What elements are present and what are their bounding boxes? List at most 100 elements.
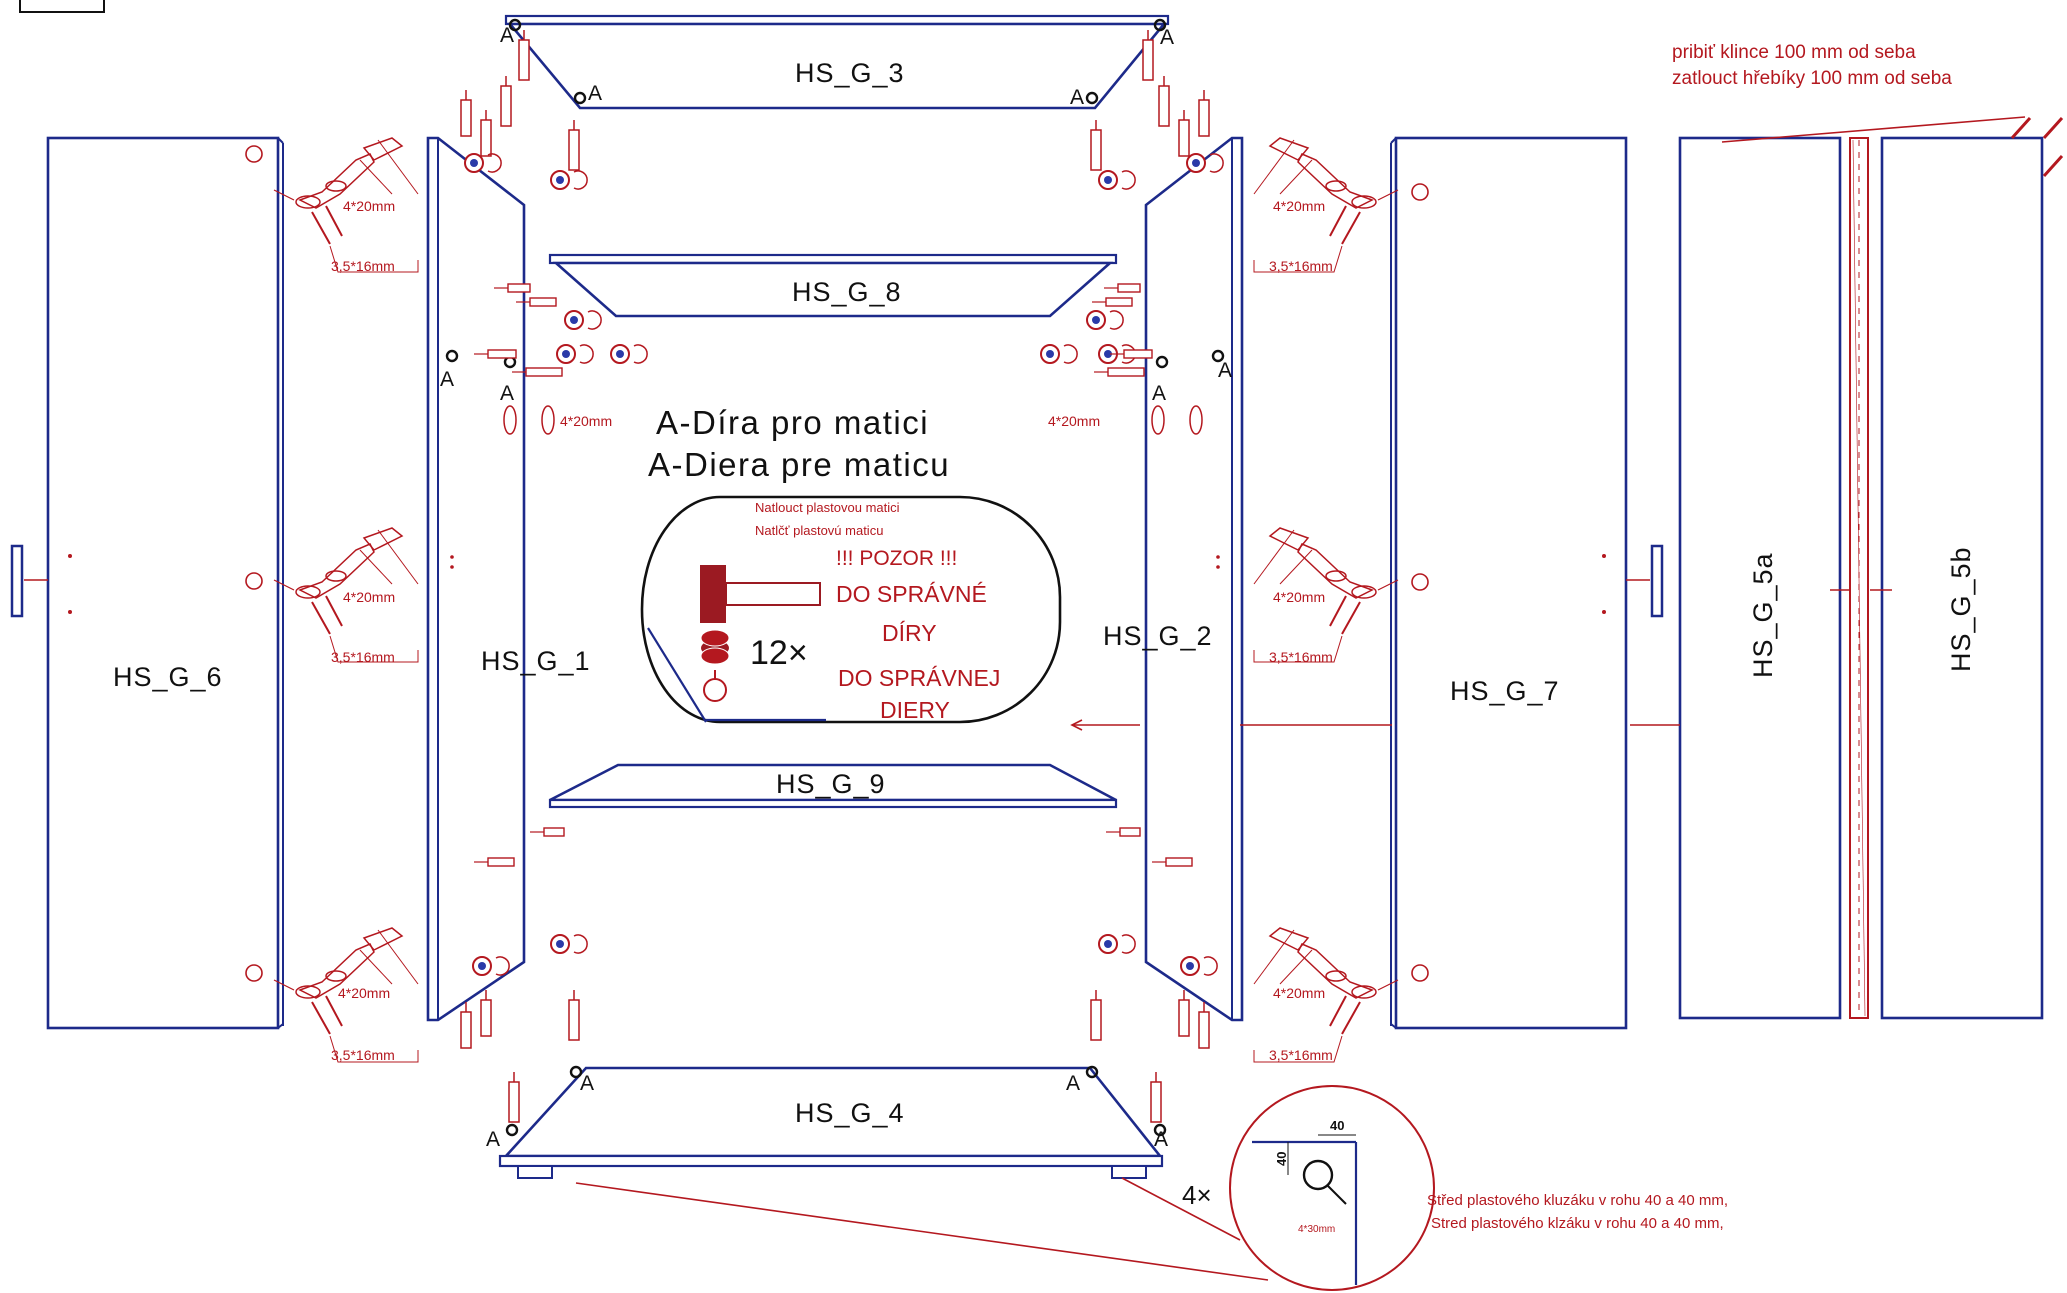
- rotate-arrow-icon: [487, 153, 502, 173]
- hinge-icon: [1253, 927, 1399, 1063]
- horizontal-dowel-icon: [1119, 827, 1141, 837]
- hinge-icon: [273, 927, 419, 1063]
- dowel-icon: [500, 85, 512, 127]
- dowel-icon: [480, 999, 492, 1037]
- hinge-icon: [273, 137, 419, 273]
- hammer-icon: [700, 565, 821, 623]
- svg-text:A: A: [500, 382, 514, 405]
- bottom-panel: HS_G_4: [498, 1066, 1164, 1179]
- hardware-layer: [273, 30, 1399, 1123]
- dowel-icon: [1158, 85, 1170, 127]
- back-panel-b: HS_G_5b: [1880, 136, 2044, 1020]
- hole-note-sk: A-Diera pre maticu: [648, 446, 950, 483]
- small-screw-label: 3,5*16mm: [1269, 649, 1333, 665]
- small-screw-label: 3,5*16mm: [331, 649, 395, 665]
- horizontal-dowel-icon: [1105, 297, 1133, 307]
- dowel-icon: [460, 99, 472, 137]
- connector-icon: [541, 405, 555, 435]
- hole-marker: A: [486, 1123, 519, 1151]
- rotate-arrow-icon: [579, 344, 594, 364]
- hinge-screw-label: 4*20mm: [338, 985, 390, 1001]
- rotate-arrow-icon: [495, 956, 510, 976]
- glide-detail: 40 40 4*30mm 4× Střed plastového kluzáku…: [1182, 1085, 1728, 1291]
- dowel-icon: [1198, 1011, 1210, 1049]
- dowel-icon: [568, 129, 580, 171]
- horizontal-dowel-icon: [1117, 283, 1141, 293]
- hole-marker: A: [573, 82, 602, 105]
- rotate-arrow-icon: [1063, 344, 1078, 364]
- hole-marker: A: [1070, 86, 1099, 109]
- connector-icon: [1189, 405, 1203, 435]
- hole-marker: A: [1152, 355, 1169, 405]
- hole-marker: A: [1153, 1123, 1168, 1151]
- dowel-icon: [1150, 1081, 1162, 1123]
- shelf-lower: HS_G_9: [548, 763, 1118, 809]
- nail-icon: [2010, 116, 2064, 178]
- cam-lock-center: [1092, 316, 1100, 324]
- cam-lock-center: [556, 176, 564, 184]
- svg-text:A: A: [440, 368, 454, 391]
- hinge-screw-label: 4*20mm: [1048, 413, 1100, 429]
- warning-title: !!! POZOR !!!: [836, 547, 957, 570]
- hinge-screw-label: 4*20mm: [560, 413, 612, 429]
- nut-warning-box: Natlouct plastovou matici Natlčť plastov…: [640, 495, 1062, 724]
- rotate-arrow-icon: [573, 934, 588, 954]
- hole-marker: A: [500, 18, 522, 47]
- panel-label-g3: HS_G_3: [795, 58, 905, 88]
- glide-note-cz: Střed plastového kluzáku v rohu 40 a 40 …: [1427, 1192, 1728, 1209]
- panel-label-g4: HS_G_4: [795, 1098, 905, 1128]
- cam-lock-center: [562, 350, 570, 358]
- svg-text:A: A: [1066, 1072, 1080, 1095]
- horizontal-dowel-icon: [1123, 349, 1153, 359]
- dowel-icon: [1198, 99, 1210, 137]
- rotate-arrow-icon: [1109, 310, 1124, 330]
- horizontal-dowel-icon: [507, 283, 531, 293]
- hammer-note-cz: Natlouct plastovou matici: [755, 500, 900, 515]
- door-handle-right: [1650, 544, 1664, 618]
- panel-label-g8: HS_G_8: [792, 277, 902, 307]
- cam-lock-center: [1104, 940, 1112, 948]
- glide-foot: [1111, 1165, 1147, 1179]
- dowel-icon: [518, 39, 530, 81]
- rotate-arrow-icon: [633, 344, 648, 364]
- hole-note-cz: A-Díra pro matici: [656, 404, 929, 441]
- door-right: HS_G_7: [1390, 136, 1664, 1030]
- horizontal-dowel-icon: [525, 367, 563, 377]
- hinge-screw-label: 4*20mm: [1273, 985, 1325, 1001]
- cam-lock-center: [1104, 176, 1112, 184]
- back-panel-joint: [1849, 137, 1869, 1019]
- connector-icon: [503, 405, 517, 435]
- svg-text:A: A: [1152, 382, 1166, 405]
- hinge-screw-label: 4*20mm: [1273, 198, 1325, 214]
- cam-lock-center: [570, 316, 578, 324]
- corner-box: [19, 0, 105, 13]
- panel-label-g9: HS_G_9: [776, 769, 886, 799]
- svg-text:A: A: [486, 1128, 500, 1151]
- warning-sk-1: DO SPRÁVNEJ: [838, 665, 1000, 691]
- hinge-icon: [1253, 137, 1399, 273]
- hinge-icon: [273, 527, 419, 663]
- svg-text:A: A: [500, 24, 514, 47]
- cam-lock-center: [1192, 159, 1200, 167]
- cam-lock-center: [1186, 962, 1194, 970]
- dowel-icon: [460, 1011, 472, 1049]
- panel-label-g2: HS_G_2: [1103, 621, 1213, 651]
- cam-lock-center: [556, 940, 564, 948]
- hinge-icon: [1253, 527, 1399, 663]
- top-panel: HS_G_3: [504, 14, 1170, 110]
- horizontal-dowel-icon: [1165, 857, 1193, 867]
- connector-icon: [1151, 405, 1165, 435]
- panel-label-g5a: HS_G_5a: [1748, 552, 1778, 678]
- nut-icon: [700, 629, 730, 702]
- hinge-screw-label: 4*20mm: [343, 589, 395, 605]
- hinge-screw-label: 4*20mm: [343, 198, 395, 214]
- panel-label-g6: HS_G_6: [113, 662, 223, 692]
- small-screw-label: 3,5*16mm: [1269, 258, 1333, 274]
- svg-text:A: A: [1218, 359, 1232, 382]
- glide-note-sk: Stred plastového klzáku v rohu 40 a 40 m…: [1431, 1215, 1724, 1232]
- glide-dim-x: 40: [1330, 1118, 1344, 1133]
- svg-text:A: A: [580, 1072, 594, 1095]
- panel-label-g5b: HS_G_5b: [1946, 546, 1976, 672]
- dowel-icon: [568, 999, 580, 1041]
